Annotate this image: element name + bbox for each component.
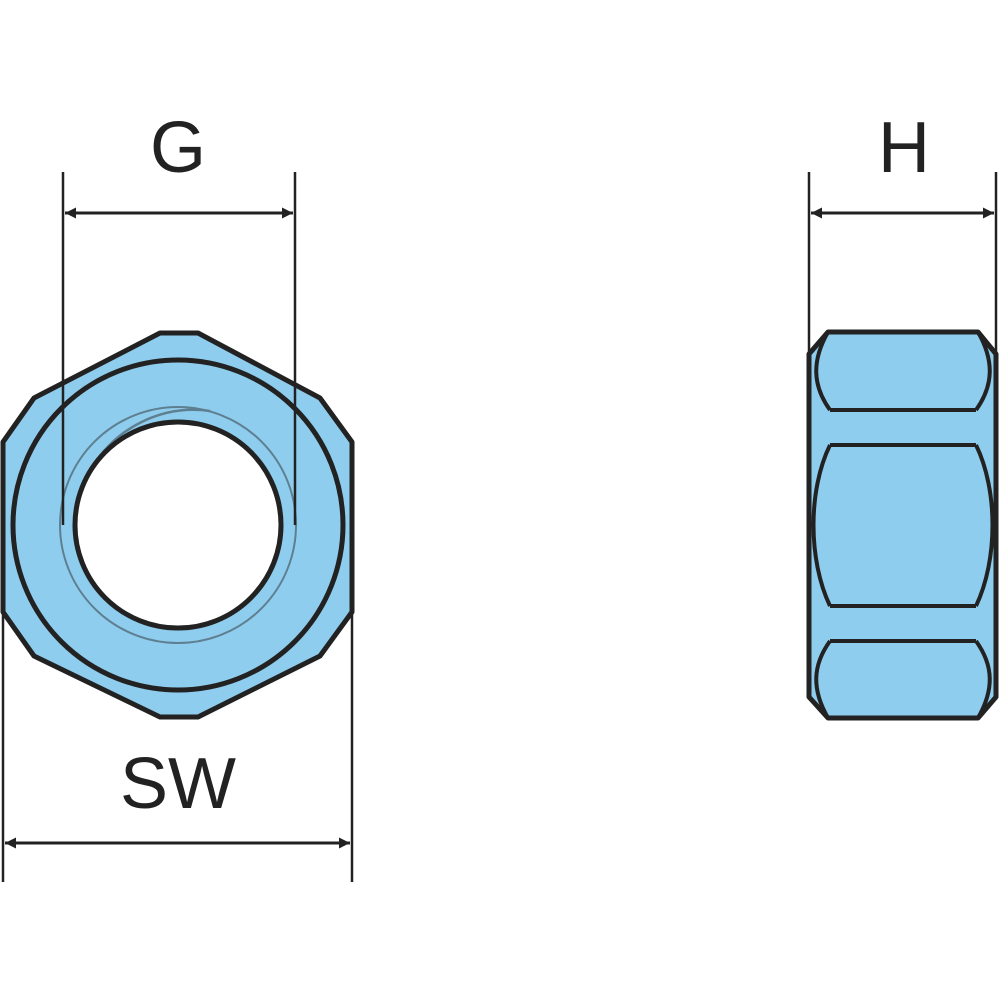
dimension-label-h: H	[878, 108, 930, 188]
dimension-sw: SW	[1, 612, 354, 882]
nut-side-view	[806, 329, 999, 721]
side-chamfer-curve	[974, 444, 995, 607]
side-chamfer-curve	[811, 444, 832, 607]
nut-front-view	[0, 330, 355, 720]
bore-hole	[72, 419, 284, 631]
dimension-g: G	[61, 108, 297, 525]
dimension-label-sw: SW	[120, 744, 236, 824]
side-chamfer-curve	[814, 639, 832, 719]
dimension-label-g: G	[150, 108, 206, 188]
side-chamfer-curve	[974, 639, 992, 719]
side-chamfer-curve	[974, 331, 992, 412]
side-chamfer-curve	[814, 331, 832, 412]
side-outline	[806, 329, 999, 721]
dimension-h: H	[807, 108, 998, 354]
